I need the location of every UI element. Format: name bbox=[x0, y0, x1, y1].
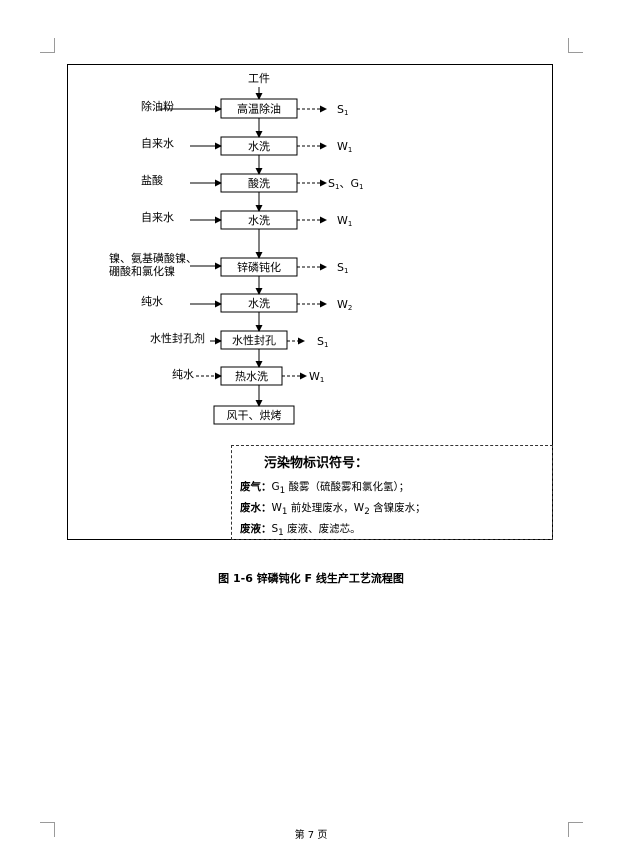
legend-liquid-label: 废液： bbox=[240, 523, 272, 535]
crop-mark-bottom-left bbox=[40, 822, 55, 837]
output-pollutant-label-8: W1 bbox=[309, 370, 324, 384]
input-material-label-6: 纯水 bbox=[141, 295, 163, 308]
input-material-label-7: 水性封孔剂 bbox=[150, 331, 205, 345]
legend-row-gas: 废气：G1 酸雾（硫酸雾和氯化氢）； bbox=[240, 481, 410, 497]
input-material-label-1: 除油粉 bbox=[141, 99, 174, 113]
process-step-label-4: 水洗 bbox=[248, 214, 270, 227]
crop-mark-top-right bbox=[568, 38, 583, 53]
process-step-label-2: 水洗 bbox=[248, 140, 270, 153]
input-material-label-3: 盐酸 bbox=[141, 173, 163, 187]
legend-gas-label: 废气： bbox=[240, 481, 272, 493]
process-step-label-7: 水性封孔 bbox=[232, 333, 276, 347]
output-pollutant-label-6: W2 bbox=[337, 298, 352, 312]
crop-mark-bottom-right bbox=[568, 822, 583, 837]
output-pollutant-label-3: S1、G1 bbox=[328, 177, 363, 191]
input-material-label-2: 自来水 bbox=[141, 137, 174, 150]
legend-water-label: 废水： bbox=[240, 502, 272, 514]
legend-title: 污染物标识符号： bbox=[264, 456, 369, 471]
output-pollutant-label-5: S1 bbox=[337, 261, 348, 275]
process-box-9 bbox=[213, 405, 295, 425]
output-pollutant-label-1: S1 bbox=[337, 103, 348, 117]
process-step-label-5: 锌磷钝化 bbox=[237, 260, 281, 274]
page-number: 第 7 页 bbox=[294, 830, 328, 841]
input-material-label-4: 自来水 bbox=[141, 211, 174, 224]
legend-row-water: 废水：W1 前处理废水，W2 含镍废水； bbox=[240, 502, 426, 518]
crop-mark-top-left bbox=[40, 38, 55, 53]
output-pollutant-label-2: W1 bbox=[337, 140, 352, 154]
process-step-label-8: 热水洗 bbox=[235, 370, 268, 383]
process-step-label-6: 水洗 bbox=[248, 297, 270, 310]
legend-row-liquid: 废液：S1 废液、废滤芯。 bbox=[240, 523, 361, 539]
input-material-label-5-line-2: 硼酸和氯化镍 bbox=[109, 264, 175, 278]
process-step-label-1: 高温除油 bbox=[237, 102, 281, 116]
input-material-label-8: 纯水 bbox=[172, 368, 194, 381]
figure-caption: 图 1-6 锌磷钝化 F 线生产工艺流程图 bbox=[218, 572, 404, 585]
process-step-label-3: 酸洗 bbox=[248, 176, 270, 190]
output-pollutant-label-7: S1 bbox=[317, 335, 328, 349]
pollutant-legend: 污染物标识符号： 废气：G1 酸雾（硫酸雾和氯化氢）； 废水：W1 前处理废水，… bbox=[231, 445, 553, 540]
input-label-workpiece: 工件 bbox=[248, 72, 270, 85]
output-pollutant-label-4: W1 bbox=[337, 214, 352, 228]
process-step-label-9: 风干、烘烤 bbox=[227, 408, 282, 422]
input-material-label-5-line-1: 镍、氨基磺酸镍、 bbox=[109, 251, 197, 265]
